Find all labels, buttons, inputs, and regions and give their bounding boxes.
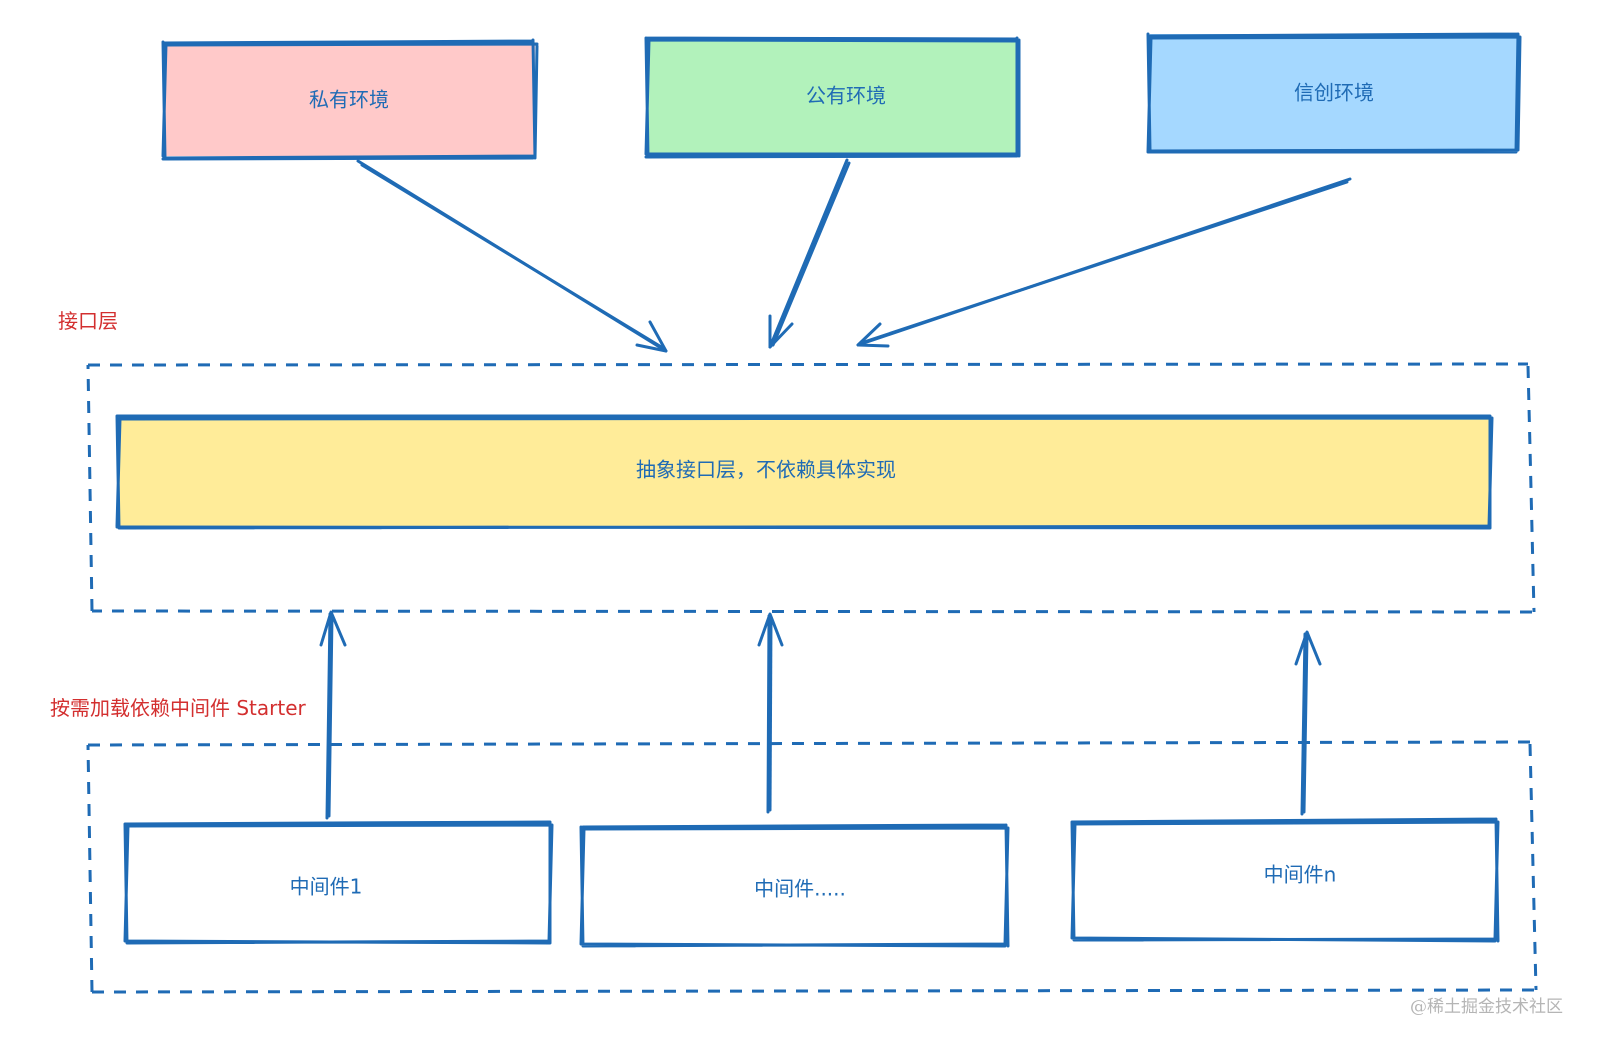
middleware-box-n-label: 中间件n bbox=[1264, 863, 1337, 887]
arrow-middlewaren-up bbox=[1294, 630, 1322, 816]
arrow-public-to-interface bbox=[768, 158, 851, 349]
env-box-private: 私有环境 bbox=[161, 38, 539, 161]
middleware-box-n-border bbox=[1070, 817, 1500, 943]
env-box-private-border bbox=[161, 38, 539, 161]
arrow-middleware2-up bbox=[757, 612, 784, 814]
env-box-private-label: 私有环境 bbox=[309, 88, 389, 112]
middleware-box-2-border bbox=[579, 823, 1010, 948]
interface-layer-label: 接口层 bbox=[58, 309, 118, 333]
middleware-box-2: 中间件..... bbox=[579, 823, 1010, 948]
arrow-xinchuang-to-interface bbox=[856, 177, 1352, 348]
env-box-xinchuang-label: 信创环境 bbox=[1294, 81, 1374, 105]
env-box-public: 公有环境 bbox=[644, 36, 1021, 159]
watermark: @稀土掘金技术社区 bbox=[1410, 997, 1563, 1017]
middleware-box-1-border bbox=[123, 820, 554, 945]
middleware-box-1: 中间件1 bbox=[123, 820, 554, 945]
middleware-box-1-label: 中间件1 bbox=[290, 875, 363, 899]
arrow-private-to-interface bbox=[356, 159, 668, 353]
abstract-interface-label: 抽象接口层，不依赖具体实现 bbox=[636, 458, 896, 482]
arrow-middleware1-up bbox=[319, 610, 347, 820]
env-box-public-border bbox=[644, 36, 1021, 159]
env-box-xinchuang-fill bbox=[1150, 34, 1518, 152]
env-box-public-label: 公有环境 bbox=[806, 84, 886, 108]
env-box-private-fill bbox=[165, 43, 535, 156]
env-box-public-fill bbox=[648, 38, 1018, 156]
abstract-interface-border bbox=[115, 414, 1494, 530]
starter-layer-label: 按需加载依赖中间件 Starter bbox=[50, 696, 307, 720]
env-box-xinchuang-border bbox=[1146, 32, 1522, 154]
middleware-box-n: 中间件n bbox=[1070, 817, 1500, 943]
env-box-xinchuang: 信创环境 bbox=[1146, 32, 1522, 154]
abstract-interface-fill bbox=[119, 418, 1490, 526]
middleware-box-2-label: 中间件..... bbox=[754, 877, 846, 901]
abstract-interface-box: 抽象接口层，不依赖具体实现 bbox=[115, 414, 1494, 530]
